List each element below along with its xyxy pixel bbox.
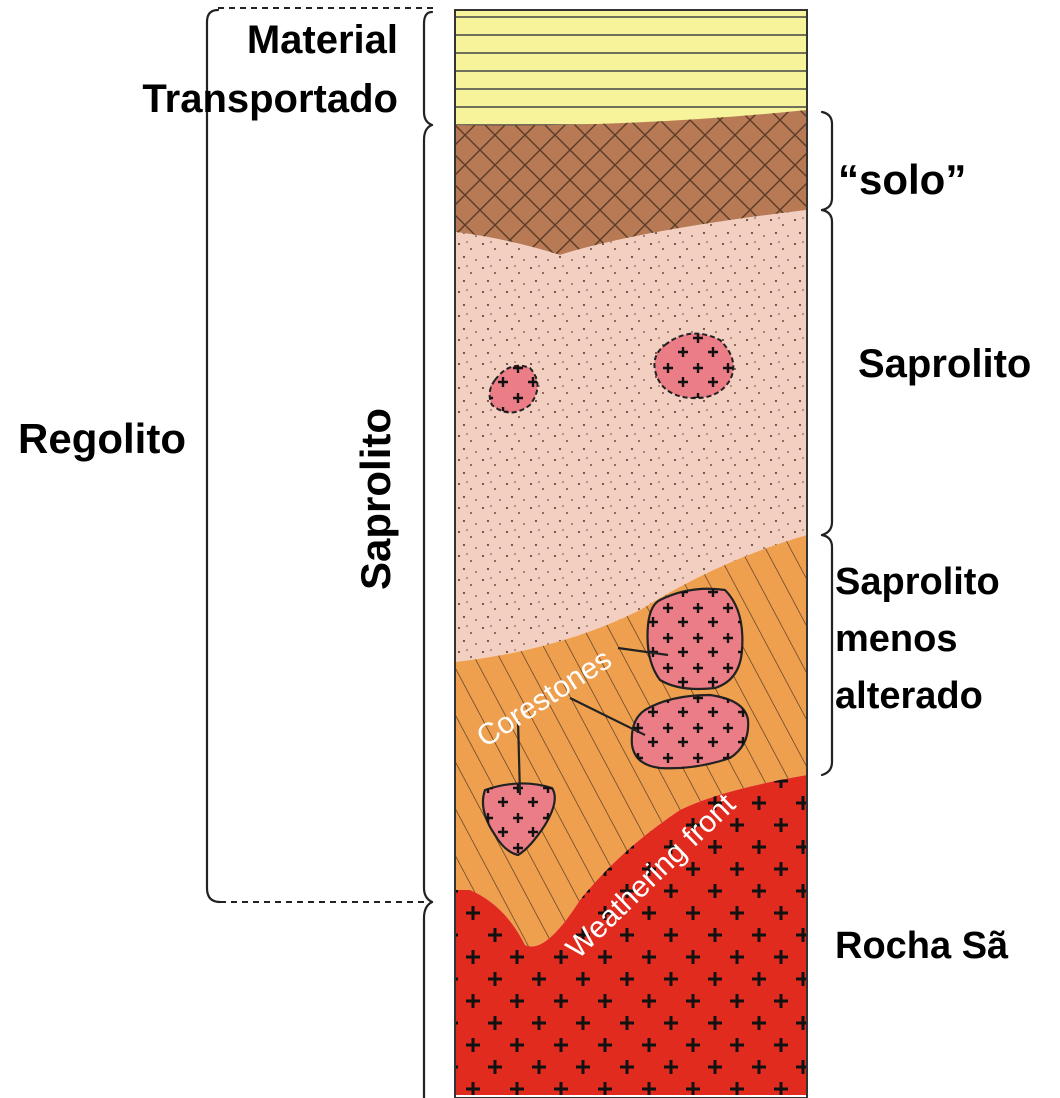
saprolito-menos-bracket — [822, 535, 832, 775]
saprolito-vertical-bracket — [424, 125, 432, 902]
saprolito-menos-label-line3: alterado — [835, 675, 983, 717]
solo-bracket — [822, 112, 832, 210]
rocha-sa-bracket — [424, 902, 432, 1098]
material-transportado-label-line2: Transportado — [142, 77, 398, 121]
soil-column: Corestones Weathering front — [455, 10, 807, 1098]
regolito-label: Regolito — [18, 415, 186, 462]
saprolito-label: Saprolito — [858, 342, 1031, 386]
saprolito-bracket — [822, 210, 832, 535]
saprolito-vertical-label: Saprolito — [352, 408, 399, 590]
material-transportado-bracket — [424, 12, 432, 125]
saprolito-menos-label-line2: menos — [835, 618, 957, 660]
material-transportado-label-line1: Material — [247, 18, 398, 62]
solo-label: “solo” — [838, 156, 966, 203]
saprolito-menos-label-line1: Saprolito — [835, 561, 1000, 603]
rocha-sa-label: Rocha Sã — [835, 925, 1009, 967]
regolito-bracket — [207, 10, 220, 902]
